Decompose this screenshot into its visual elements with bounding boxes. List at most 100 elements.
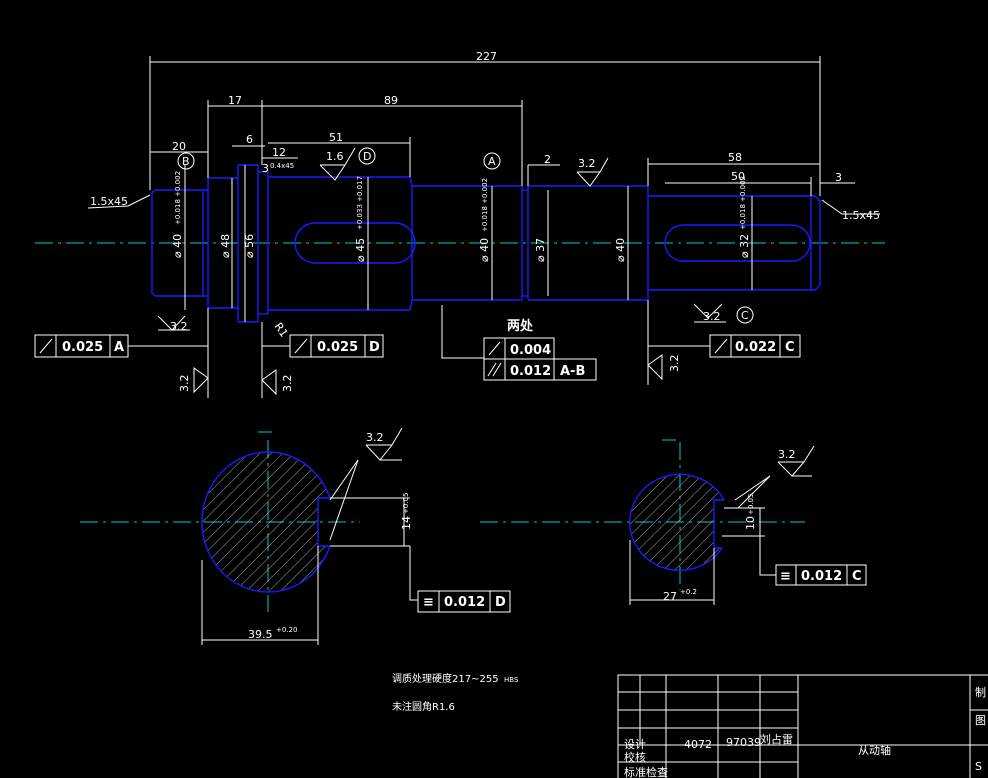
tolerance-frame-a: 0.025 A <box>34 334 129 358</box>
svg-text:A: A <box>114 340 124 355</box>
note-fillet: 未注圆角R1.6 <box>392 700 455 713</box>
title-block: 设计 校核 标准检查 4072 97039 刘占雷 从动轴 制 图 S <box>617 674 988 778</box>
svg-text:0.025: 0.025 <box>317 340 358 355</box>
svg-text:A: A <box>488 155 496 168</box>
dim-17: 17 <box>228 94 242 107</box>
dia-45: ⌀ 45 <box>354 238 367 262</box>
keyway-right <box>664 224 811 262</box>
svg-text:A-B: A-B <box>560 364 585 379</box>
tolerance-frame-c: 0.022 C <box>709 334 801 358</box>
svg-text:3.2: 3.2 <box>668 355 681 373</box>
chamfer-left: 1.5x45 <box>90 195 128 208</box>
note-two-places: 两处 <box>507 318 534 334</box>
dimension-texts: 227 17 89 20 6 51 12 0.4x45 3 58 50 3 2 … <box>90 50 880 340</box>
dia-56: ⌀ 56 <box>243 234 256 258</box>
tb-edge2: 图 <box>975 714 986 727</box>
datum-b: B <box>177 152 195 170</box>
roughness-symbol: 3.2 <box>734 445 815 509</box>
roughness-symbol: 3.2 <box>693 303 726 323</box>
tb-edge3: S <box>975 760 982 773</box>
datum-a: A <box>483 152 501 170</box>
svg-text:0.012: 0.012 <box>444 595 485 610</box>
dim-50: 50 <box>731 170 745 183</box>
svg-text:≡: ≡ <box>780 569 791 584</box>
note-hbs: HBS <box>504 676 519 684</box>
svg-text:D: D <box>369 340 380 355</box>
tol-45: +0.033 +0.017 <box>356 176 364 230</box>
left-keyway-tol: +0.05 <box>402 493 410 514</box>
roughness-symbol: 3.2 <box>178 367 209 394</box>
tol-32: +0.018 +0.002 <box>739 176 747 230</box>
dim-6: 6 <box>246 133 253 146</box>
dim-3: 3 <box>835 171 842 184</box>
dim-20: 20 <box>172 140 186 153</box>
svg-text:3.2: 3.2 <box>703 310 721 323</box>
tol-40-mid: +0.018 +0.002 <box>481 178 489 232</box>
right-width-tol: +0.2 <box>680 588 697 596</box>
svg-text:3.2: 3.2 <box>578 157 596 170</box>
fillet-r1: R1 <box>272 320 291 339</box>
tb-std: 标准检查 <box>624 765 668 778</box>
svg-text:0.004: 0.004 <box>510 343 551 358</box>
left-width-tol: +0.20 <box>276 626 297 634</box>
svg-text:1.6: 1.6 <box>326 150 344 163</box>
left-keyway-dim: 14 <box>400 516 413 530</box>
tb-designer: 刘占雷 <box>760 732 793 746</box>
svg-text:0.012: 0.012 <box>801 569 842 584</box>
tol-40-left: +0.018 +0.002 <box>174 171 182 225</box>
note-heat-treatment: 调质处理硬度217~255 <box>392 672 499 685</box>
dim-2: 2 <box>544 153 551 166</box>
right-keyway-tol: +0.05 <box>747 494 755 515</box>
dimension-lines <box>87 56 880 398</box>
svg-text:C: C <box>852 569 862 584</box>
chamfer-right: 1.5x45 <box>842 209 880 222</box>
section-view-left: 14 +0.05 39.5 +0.20 ≡ 0.012 D <box>201 431 511 645</box>
dim-227: 227 <box>476 50 497 63</box>
tolerance-frame-runout-parallel: 两处 0.004 0.012 A-B <box>483 318 597 381</box>
tb-check: 校核 <box>624 750 646 764</box>
dia-48: ⌀ 48 <box>219 234 232 258</box>
svg-text:C: C <box>741 309 749 322</box>
roughness-symbol: 1.6 <box>319 147 356 181</box>
dia-40-left: ⌀ 40 <box>171 234 184 258</box>
datum-c: C <box>736 306 754 324</box>
svg-text:3.2: 3.2 <box>170 320 188 333</box>
svg-text:D: D <box>495 595 506 610</box>
tb-edge1: 制 <box>975 686 986 699</box>
roughness-symbol: 3.2 <box>576 157 609 187</box>
dim-12: 12 <box>272 146 286 159</box>
dia-40-right: ⌀ 40 <box>614 238 627 262</box>
tb-design: 设计 <box>624 738 646 751</box>
tolerance-frame-d: 0.025 D <box>289 334 384 358</box>
roughness-symbol: 3.2 <box>329 427 403 541</box>
dim-3-left: 3 <box>262 162 269 175</box>
datum-d: D <box>358 147 376 165</box>
svg-text:3.2: 3.2 <box>281 375 294 393</box>
svg-text:0.025: 0.025 <box>62 340 103 355</box>
surface-finish-symbols: 1.6 3.2 3.2 3.2 3.2 3.2 3.2 <box>157 147 815 541</box>
roughness-symbol: 3.2 <box>647 354 681 381</box>
right-width-dim: 27 <box>663 590 677 603</box>
left-width-dim: 39.5 <box>248 628 273 641</box>
dim-58: 58 <box>728 151 742 164</box>
keyway-left <box>294 222 416 264</box>
roughness-symbol: 3.2 <box>157 315 190 333</box>
tb-num2: 97039 <box>726 736 761 749</box>
svg-text:C: C <box>785 340 795 355</box>
svg-text:0.022: 0.022 <box>735 340 776 355</box>
svg-text:3.2: 3.2 <box>366 431 384 444</box>
roughness-symbol: 3.2 <box>261 369 294 396</box>
dim-51: 51 <box>329 131 343 144</box>
svg-text:D: D <box>363 150 371 163</box>
technical-notes: 调质处理硬度217~255 HBS 未注圆角R1.6 <box>392 672 519 713</box>
dia-37: ⌀ 37 <box>534 238 547 262</box>
datum-labels: B D A C <box>177 147 754 324</box>
dia-40-mid: ⌀ 40 <box>478 238 491 262</box>
dim-89: 89 <box>384 94 398 107</box>
svg-text:≡: ≡ <box>423 595 434 610</box>
tb-part-name: 从动轴 <box>858 743 891 757</box>
svg-text:3.2: 3.2 <box>778 448 796 461</box>
shaft-outline <box>151 164 821 323</box>
svg-text:3.2: 3.2 <box>178 375 191 393</box>
